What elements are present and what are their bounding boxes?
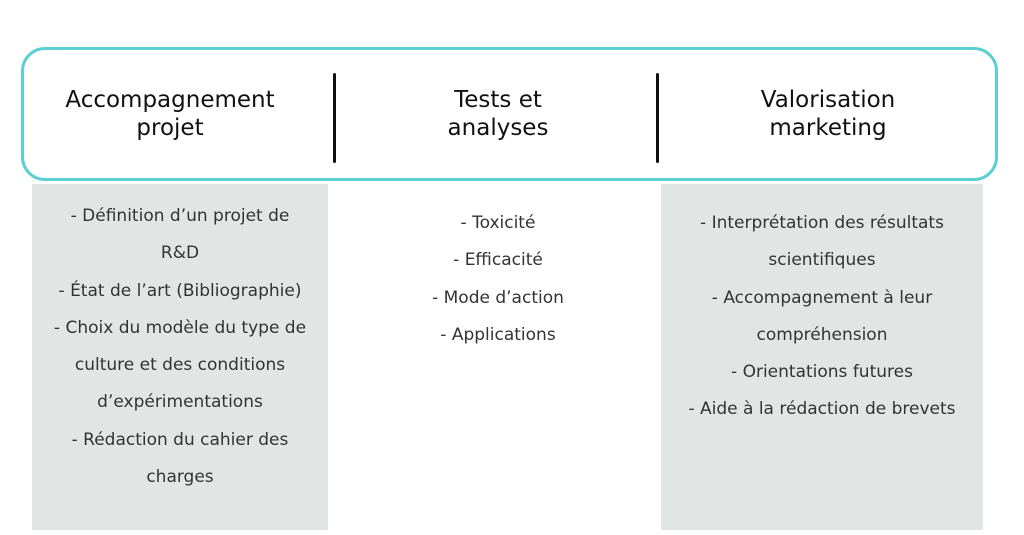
column-list-tests: - Toxicité - Efficacité - Mode d’action … bbox=[360, 205, 636, 354]
list-line: - Rédaction du cahier des bbox=[71, 429, 289, 450]
column-title-accompagnement: Accompagnement projet bbox=[40, 86, 300, 142]
list-line: - Interprétation des résultats bbox=[700, 213, 944, 233]
column-list-valorisation: - Interprétation des résultats scientifi… bbox=[672, 205, 972, 429]
title-line: Accompagnement bbox=[65, 87, 275, 113]
list-line: d’expérimentations bbox=[97, 392, 263, 413]
list-line: - Accompagnement à leur bbox=[711, 287, 933, 308]
list-line: - Aide à la rédaction de brevets bbox=[688, 399, 956, 420]
panel-background-right bbox=[661, 184, 983, 530]
list-line: R&D bbox=[160, 243, 200, 264]
list-line: - Efficacité bbox=[453, 250, 543, 271]
title-line: marketing bbox=[769, 115, 887, 141]
column-title-tests: Tests et analyses bbox=[365, 86, 631, 142]
title-line: analyses bbox=[447, 115, 549, 141]
title-line: Valorisation bbox=[760, 87, 896, 113]
list-line: - Choix du modèle du type de bbox=[53, 317, 307, 338]
panel-background-left bbox=[32, 184, 328, 530]
header-divider-2 bbox=[656, 73, 659, 163]
column-title-valorisation: Valorisation marketing bbox=[690, 86, 966, 142]
header-divider-1 bbox=[333, 73, 336, 163]
list-line: - État de l’art (Bibliographie) bbox=[58, 280, 302, 301]
title-line: projet bbox=[136, 115, 204, 141]
list-line: - Toxicité bbox=[460, 213, 536, 233]
list-line: charges bbox=[146, 467, 214, 488]
list-line: - Définition d’un projet de bbox=[70, 206, 290, 226]
title-line: Tests et bbox=[454, 87, 542, 113]
header-rounded-box bbox=[21, 47, 998, 181]
list-line: culture et des conditions bbox=[74, 355, 286, 376]
list-line: scientifiques bbox=[768, 250, 876, 271]
column-list-accompagnement: - Définition d’un projet de R&D - État d… bbox=[40, 198, 320, 496]
list-line: - Applications bbox=[440, 324, 556, 345]
list-line: - Mode d’action bbox=[432, 287, 564, 308]
list-line: compréhension bbox=[756, 324, 888, 345]
list-line: - Orientations futures bbox=[731, 362, 913, 383]
